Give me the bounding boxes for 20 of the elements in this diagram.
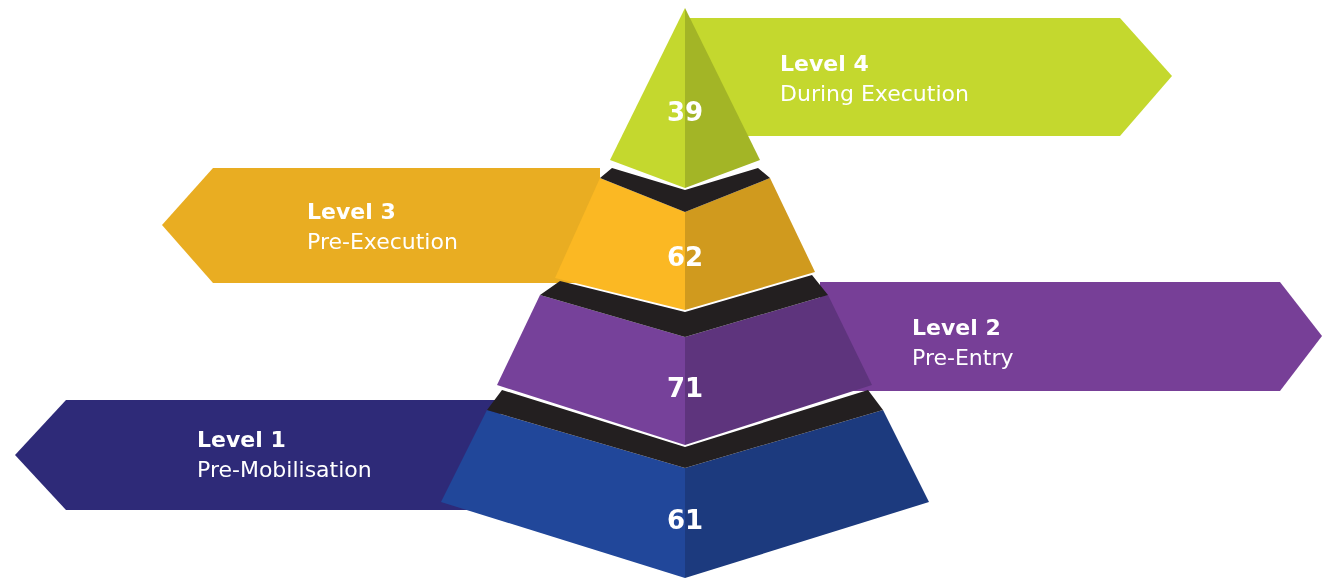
count-number: 61 [666,505,704,535]
count-number: 71 [666,373,704,403]
level-name: Pre-Mobilisation [197,456,372,484]
level-heading: Level 2 [912,314,1001,342]
pyramid-tier [497,295,872,445]
pyramid-tier [555,178,815,310]
level-heading: Level 1 [197,426,286,454]
pyramid-tier [441,410,929,578]
arrow-banner [820,282,1322,391]
arrow-banner [162,168,600,283]
level-heading: Level 4 [780,50,869,78]
count-number: 62 [666,242,704,272]
pyramid-band [540,275,828,337]
level-name: Pre-Entry [912,344,1014,372]
level-name: Pre-Execution [307,228,458,256]
level-name: During Execution [780,80,969,108]
pyramid-band [600,168,770,212]
level-heading: Level 3 [307,198,396,226]
count-number: 39 [666,97,704,127]
pyramid-tier [610,8,760,188]
